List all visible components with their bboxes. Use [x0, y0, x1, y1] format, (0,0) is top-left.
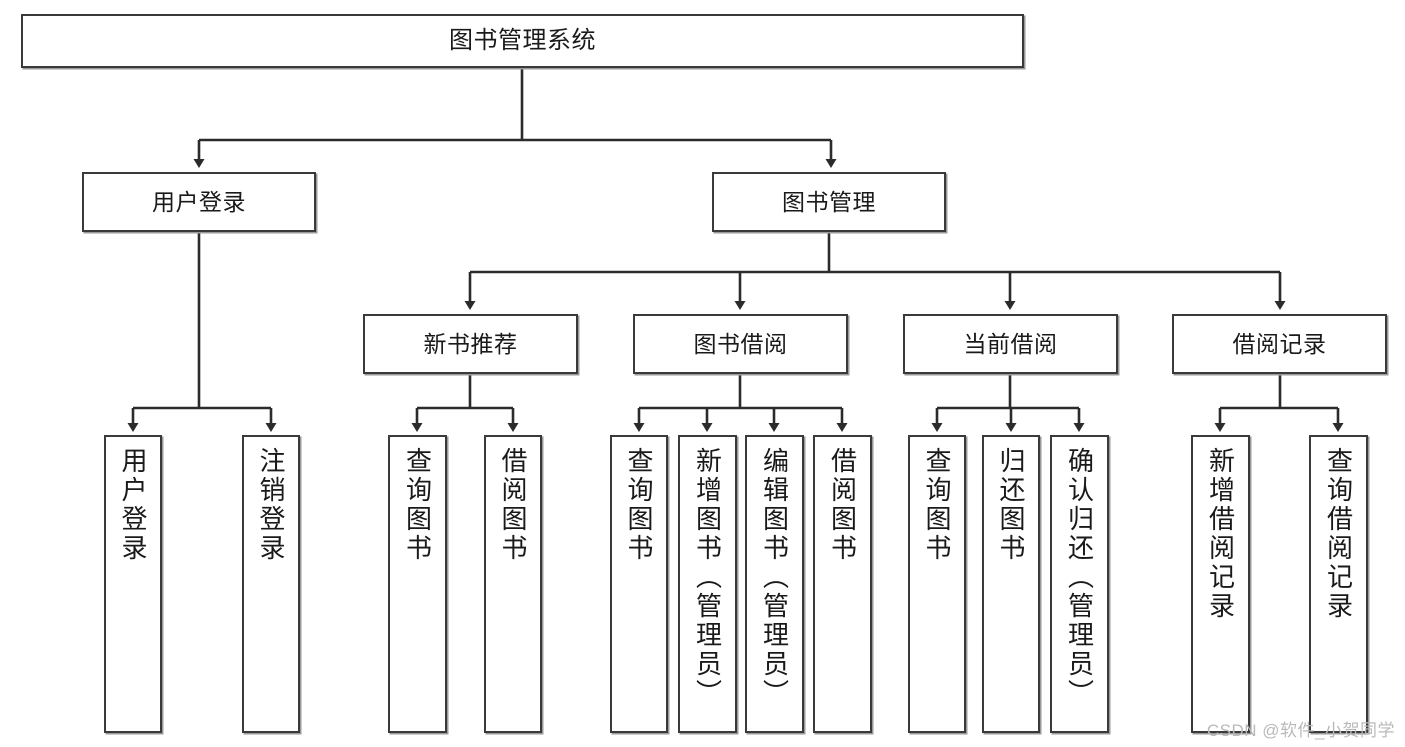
leaf-node[interactable]: 新增借阅记录: [1191, 435, 1250, 733]
node-borrow-record[interactable]: 借阅记录: [1172, 314, 1387, 374]
node-new-book-recommend[interactable]: 新书推荐: [363, 314, 578, 374]
leaf-node-label: 编辑图书（管理员）: [759, 447, 790, 708]
node-book-borrow[interactable]: 图书借阅: [633, 314, 848, 374]
leaf-node-label: 查询图书: [624, 447, 654, 563]
leaf-node-label: 借阅图书: [498, 447, 528, 563]
node-book-manage-label: 图书管理: [782, 188, 876, 215]
leaf-node-label: 归还图书: [996, 447, 1026, 563]
node-user-login[interactable]: 用户登录: [82, 172, 316, 232]
node-root-label: 图书管理系统: [449, 27, 596, 55]
leaf-node[interactable]: 新增图书（管理员）: [678, 435, 737, 733]
leaf-node-label: 查询图书: [402, 447, 433, 563]
leaf-node-label: 用户登录: [118, 447, 148, 563]
leaf-node[interactable]: 查询借阅记录: [1309, 435, 1368, 733]
node-current-borrow-label: 当前借阅: [963, 330, 1058, 357]
node-user-login-label: 用户登录: [152, 188, 246, 215]
watermark: CSDN @软件_小贺同学: [1206, 721, 1395, 740]
leaf-node[interactable]: 编辑图书（管理员）: [745, 435, 804, 733]
leaf-node[interactable]: 查询图书: [908, 435, 966, 733]
node-root[interactable]: 图书管理系统: [21, 14, 1024, 68]
leaf-node-label: 新增图书（管理员）: [692, 447, 723, 708]
leaf-node-label: 注销登录: [256, 447, 286, 563]
leaf-node-label: 新增借阅记录: [1205, 447, 1236, 621]
leaf-node[interactable]: 查询图书: [388, 435, 447, 733]
leaf-node[interactable]: 注销登录: [242, 435, 300, 733]
node-book-borrow-label: 图书借阅: [693, 330, 788, 357]
node-borrow-record-label: 借阅记录: [1232, 330, 1327, 357]
leaf-node-label: 借阅图书: [827, 447, 858, 563]
node-book-manage[interactable]: 图书管理: [712, 172, 946, 232]
leaf-node[interactable]: 用户登录: [104, 435, 162, 733]
leaf-node[interactable]: 查询图书: [610, 435, 668, 733]
leaf-node-label: 确认归还（管理员）: [1064, 447, 1095, 708]
leaf-node[interactable]: 借阅图书: [484, 435, 542, 733]
leaf-node[interactable]: 借阅图书: [813, 435, 872, 733]
leaf-node-label: 查询图书: [922, 447, 952, 563]
leaf-node-label: 查询借阅记录: [1323, 447, 1354, 621]
node-current-borrow[interactable]: 当前借阅: [903, 314, 1118, 374]
leaf-node[interactable]: 确认归还（管理员）: [1050, 435, 1109, 733]
node-new-book-recommend-label: 新书推荐: [423, 330, 518, 357]
leaf-node[interactable]: 归还图书: [982, 435, 1040, 733]
